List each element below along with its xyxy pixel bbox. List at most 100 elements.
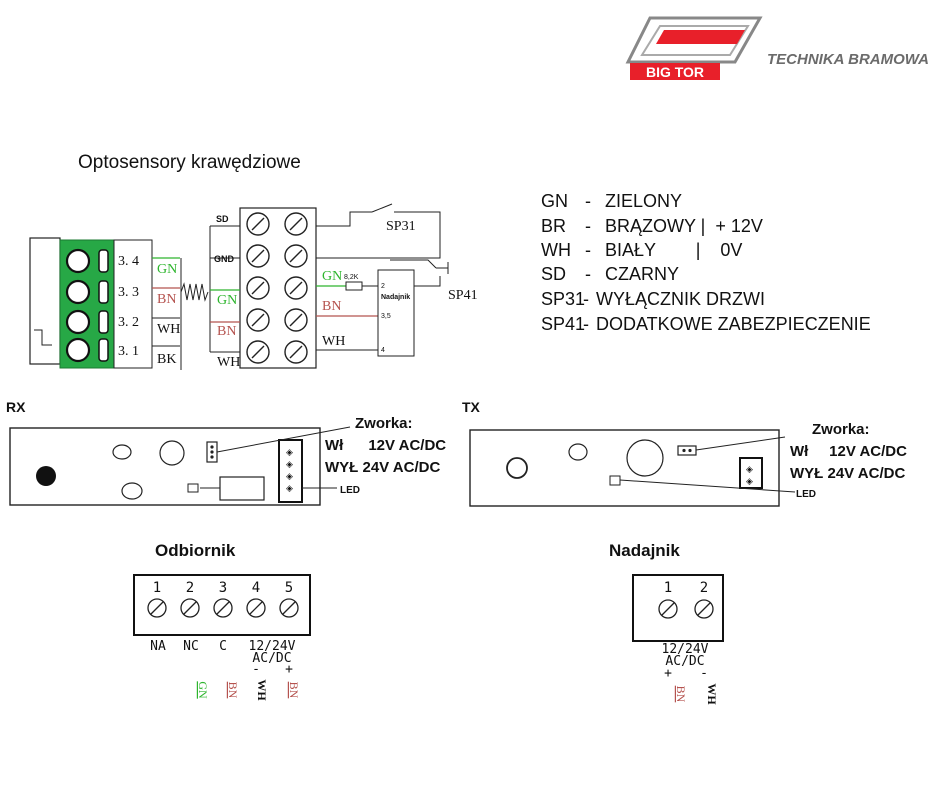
transmitter-wire-wh: WH [705, 683, 719, 705]
receiver-pin-label: NC [183, 639, 199, 654]
tx-jumper-title: Zworka: [812, 421, 870, 438]
legend-code: BR [541, 216, 566, 236]
block-wire-label-gn: GN [217, 293, 237, 308]
legend-sep: - [585, 191, 591, 211]
rx-jumper-title: Zworka: [355, 415, 413, 432]
terminal-number: 3. 4 [118, 254, 139, 269]
receiver-pin-number: 2 [186, 580, 194, 596]
right-wire-label-wh: WH [322, 334, 345, 349]
terminal-slot [98, 280, 109, 304]
relay-contact-icon [34, 329, 52, 346]
receiver-pin-number: 4 [252, 580, 260, 596]
block-label-gnd: GND [214, 254, 235, 264]
wire-label-gn: GN [157, 262, 177, 277]
receiver-wire-bn: BN [226, 682, 240, 699]
legend-text: WYŁĄCZNIK DRZWI [596, 289, 765, 309]
terminal-number: 3. 3 [118, 285, 139, 300]
rx-jumper-pin [210, 450, 214, 454]
tx-led-icon [609, 475, 621, 486]
connector-pin-icon: ◈ [746, 476, 753, 486]
legend-sep: - [585, 216, 591, 236]
rx-jumper-pin [210, 445, 214, 449]
receiver-wire-wh: WH [255, 679, 269, 701]
tx-jumper-pin [682, 448, 686, 453]
box-pin: 2 [381, 283, 385, 290]
resistor [345, 281, 363, 291]
screw-icon [65, 248, 91, 274]
tx-jumper-off: WYŁ 24V AC/DC [790, 465, 905, 482]
screw-slot [251, 217, 265, 231]
receiver-screws [147, 598, 299, 618]
block-wire-label-bn: BN [217, 324, 236, 339]
transmitter-pin-label: AC/DC [665, 654, 704, 669]
legend-code: SD [541, 264, 566, 284]
logo-brand: BIG TOR [646, 64, 704, 80]
receiver-pin-label: AC/DC [252, 651, 291, 666]
transmitter-polarity: + [664, 666, 672, 681]
wire-label-bn: BN [157, 292, 176, 307]
transmitter-terminal: Nadajnik 1 2 12/24V AC/DC + - BN WH [609, 541, 724, 705]
rx-jumper-leader [216, 426, 351, 453]
tx-led-label: LED [796, 489, 816, 500]
transmitter-box [377, 269, 415, 357]
legend-text: ZIELONY [605, 191, 682, 211]
tx-jumper-icon [677, 445, 697, 456]
screw-slot [183, 601, 197, 615]
screw-slot [251, 281, 265, 295]
connector-pin-icon: ◈ [286, 483, 293, 493]
logo-mark-outer [625, 16, 763, 64]
screw-block-screws [246, 212, 308, 364]
connector-pin-icon: ◈ [286, 471, 293, 481]
tx-led-leader [619, 479, 796, 493]
screw-slot [289, 313, 303, 327]
transmitter-title: Nadajnik [609, 541, 680, 560]
receiver-pin-number: 1 [153, 580, 161, 596]
wire-label-bk: BK [157, 352, 176, 367]
box-pin: 4 [381, 347, 385, 354]
transmitter-pin-number: 2 [700, 580, 708, 596]
screw-slot [251, 313, 265, 327]
sp41-wire [390, 259, 437, 269]
receiver-polarity: - [252, 662, 260, 677]
rx-jumper-on: Wł 12V AC/DC [325, 437, 446, 454]
green-screw-column [65, 248, 109, 363]
legend-code: SP31 [541, 289, 585, 309]
receiver-wire-gn: GN [196, 681, 210, 699]
sp31-label: SP31 [386, 219, 416, 234]
rx-board [9, 427, 321, 506]
screw-slot [150, 601, 164, 615]
logo-brand-bg [630, 63, 720, 80]
transmitter-polarity: - [700, 666, 708, 681]
tx-jumper-leader [695, 436, 786, 451]
receiver-pin-label: 12/24V [249, 639, 296, 654]
tx-jumper-pin [688, 448, 692, 453]
sp41-wire-2 [414, 276, 441, 287]
connector-pin-icon: ◈ [746, 464, 753, 474]
logo: BIG TOR TECHNIKA BRAMOWA [625, 16, 929, 80]
screw-slot [289, 281, 303, 295]
terminal-slot [98, 249, 109, 273]
rx-led-label: LED [340, 485, 360, 496]
tx-hole-icon [626, 439, 664, 477]
screw-slot [697, 602, 711, 616]
rx-component [219, 476, 265, 501]
screw-icon [65, 309, 91, 335]
wire-label-wh: WH [157, 322, 180, 337]
rx-led-icon [187, 483, 199, 493]
connector-pin-icon: ◈ [286, 447, 293, 457]
terminal-number: 3. 1 [118, 344, 139, 359]
terminal-number-box [113, 239, 153, 369]
rx-hole-icon [121, 482, 143, 500]
logo-mark-inner [640, 25, 750, 56]
screw-slot [282, 601, 296, 615]
legend-code: GN [541, 191, 568, 211]
screw-slot [249, 601, 263, 615]
tx-module: TX ◈ ◈ Zworka: Wł 12V AC/DC WYŁ 24V AC/D… [462, 399, 907, 507]
screw-slot [251, 345, 265, 359]
receiver-terminal: Odbiornik 1 2 3 4 5 NA NC C 12/24V AC/DC [133, 541, 311, 701]
block-label-sd: SD [216, 214, 229, 224]
rx-hole-icon [159, 440, 185, 466]
resistor-label: 8,2K [344, 274, 359, 281]
legend-sep: - [583, 314, 589, 334]
legend-sep: - [585, 264, 591, 284]
